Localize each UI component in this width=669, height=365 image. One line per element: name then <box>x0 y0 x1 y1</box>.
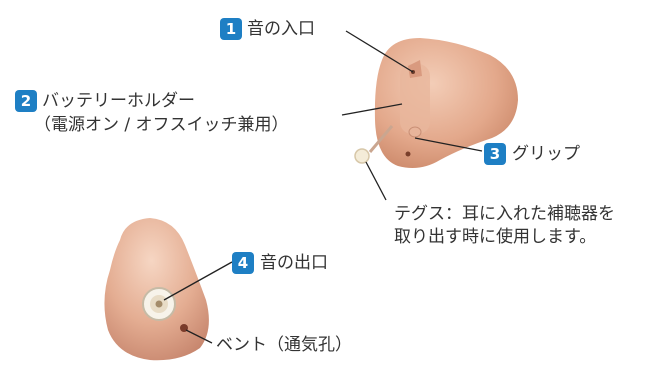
leader-line-1 <box>345 30 414 73</box>
leader-line-2 <box>341 103 403 116</box>
label-sound-inlet: 音の入口 <box>247 19 315 39</box>
callout-badge-3: 3 <box>484 143 506 165</box>
leader-line-3 <box>414 137 483 152</box>
battery-holder <box>400 64 430 134</box>
grip <box>408 126 422 138</box>
leader-lines <box>163 30 483 344</box>
label-grip: グリップ <box>512 144 580 164</box>
label-tegusu-line1: テグス：耳に入れた補聴器を <box>394 204 615 224</box>
leader-line-4 <box>163 261 233 301</box>
tegusu-filament <box>368 125 394 153</box>
label-battery-holder-note: （電源オン / オフスイッチ兼用） <box>34 115 289 135</box>
sound-inlet <box>408 60 422 78</box>
label-vent: ベント（通気孔） <box>216 335 352 355</box>
label-sound-outlet: 音の出口 <box>260 253 328 273</box>
callout-badge-2: 2 <box>15 90 37 112</box>
leader-line-tegusu <box>365 161 387 201</box>
label-battery-holder: バッテリーホルダー <box>42 91 195 111</box>
leader-line-vent <box>185 329 213 344</box>
callout-badge-4: 4 <box>232 252 254 274</box>
hearing-aid-shell-image <box>104 218 209 361</box>
label-tegusu-line2: 取り出す時に使用します。 <box>394 227 597 247</box>
callout-badge-1: 1 <box>220 18 242 40</box>
tegusu-ball <box>354 148 370 164</box>
